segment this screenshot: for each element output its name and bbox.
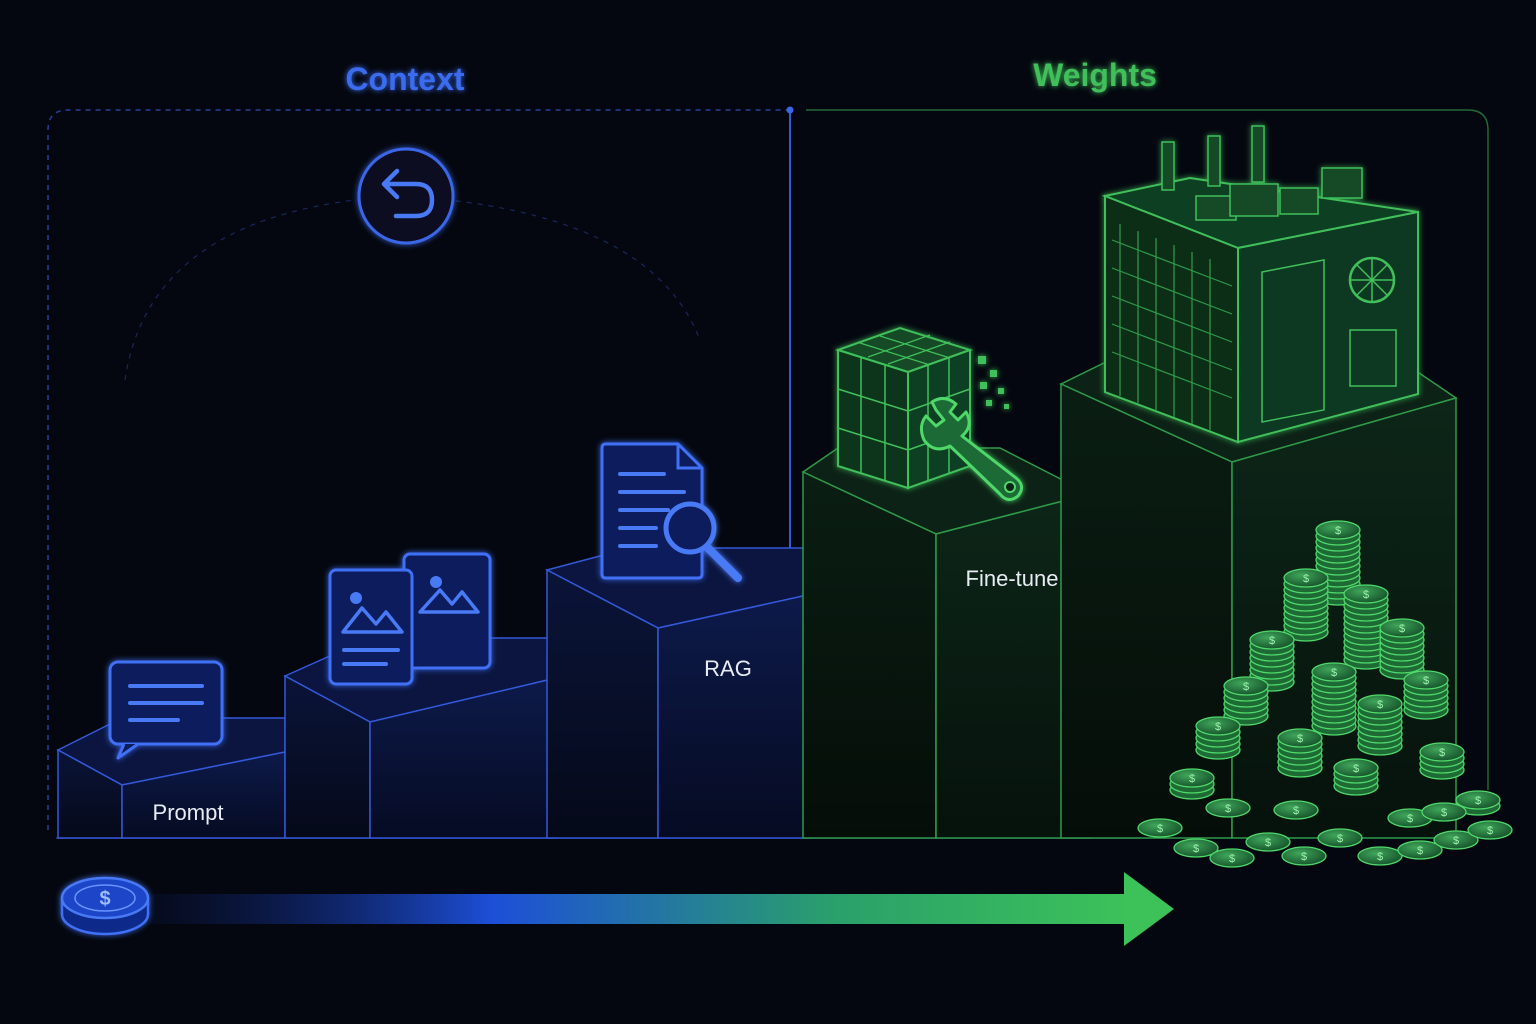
tier-label-finetune: Fine-tune [966, 566, 1059, 591]
svg-text:$: $ [1335, 525, 1341, 537]
weights-frame [806, 109, 1489, 790]
chat-bubble-icon [108, 660, 224, 760]
tier-finetune: Fine-tune [801, 447, 1093, 839]
tier-rag: RAG [544, 547, 813, 839]
context-frame [47, 106, 794, 830]
tier-label-rag: RAG [704, 656, 752, 681]
context-title: Context [345, 61, 464, 97]
dollar-coin-icon: $ [60, 876, 150, 936]
svg-text:$: $ [1265, 837, 1271, 849]
image-document-icon [328, 552, 492, 686]
svg-text:$: $ [1439, 747, 1445, 759]
svg-text:$: $ [1399, 623, 1405, 635]
svg-text:$: $ [1337, 833, 1343, 845]
svg-text:$: $ [1229, 853, 1235, 865]
svg-text:$: $ [1189, 773, 1195, 785]
svg-text:$: $ [1269, 635, 1275, 647]
svg-text:$: $ [1303, 573, 1309, 585]
datacenter-icon [1101, 125, 1419, 444]
svg-text:$: $ [1243, 681, 1249, 693]
svg-text:$: $ [1215, 721, 1221, 733]
svg-text:$: $ [1293, 805, 1299, 817]
svg-text:$: $ [1301, 851, 1307, 863]
svg-text:$: $ [1423, 675, 1429, 687]
svg-text:$: $ [1407, 813, 1413, 825]
svg-text:$: $ [1297, 733, 1303, 745]
cost-arrow [150, 872, 1174, 946]
wrench-cube-icon [834, 326, 1023, 501]
svg-text:$: $ [1193, 843, 1199, 855]
tier-documents [283, 637, 557, 839]
svg-text:$: $ [1441, 807, 1447, 819]
tier-label-prompt: Prompt [153, 800, 224, 825]
svg-text:$: $ [1377, 699, 1383, 711]
svg-text:$: $ [1353, 763, 1359, 775]
svg-text:$: $ [1453, 835, 1459, 847]
svg-text:$: $ [1417, 845, 1423, 857]
svg-text:$: $ [1225, 803, 1231, 815]
weights-title: Weights [1033, 57, 1157, 93]
svg-text:$: $ [1331, 667, 1337, 679]
svg-text:$: $ [1377, 851, 1383, 863]
svg-text:$: $ [1157, 823, 1163, 835]
svg-text:$: $ [1363, 589, 1369, 601]
undo-arrow-icon [357, 147, 455, 245]
svg-text:$: $ [99, 888, 110, 910]
document-search-icon [600, 442, 742, 582]
svg-text:$: $ [1487, 825, 1493, 837]
coin-stacks-icon: $ $ $ $ $ $ $ $ $ $ $ $ $ $ $ $ $ $ $ $ $ $ $ $ $ $ $ $ $ [1137, 520, 1513, 868]
svg-text:$: $ [1475, 795, 1481, 807]
